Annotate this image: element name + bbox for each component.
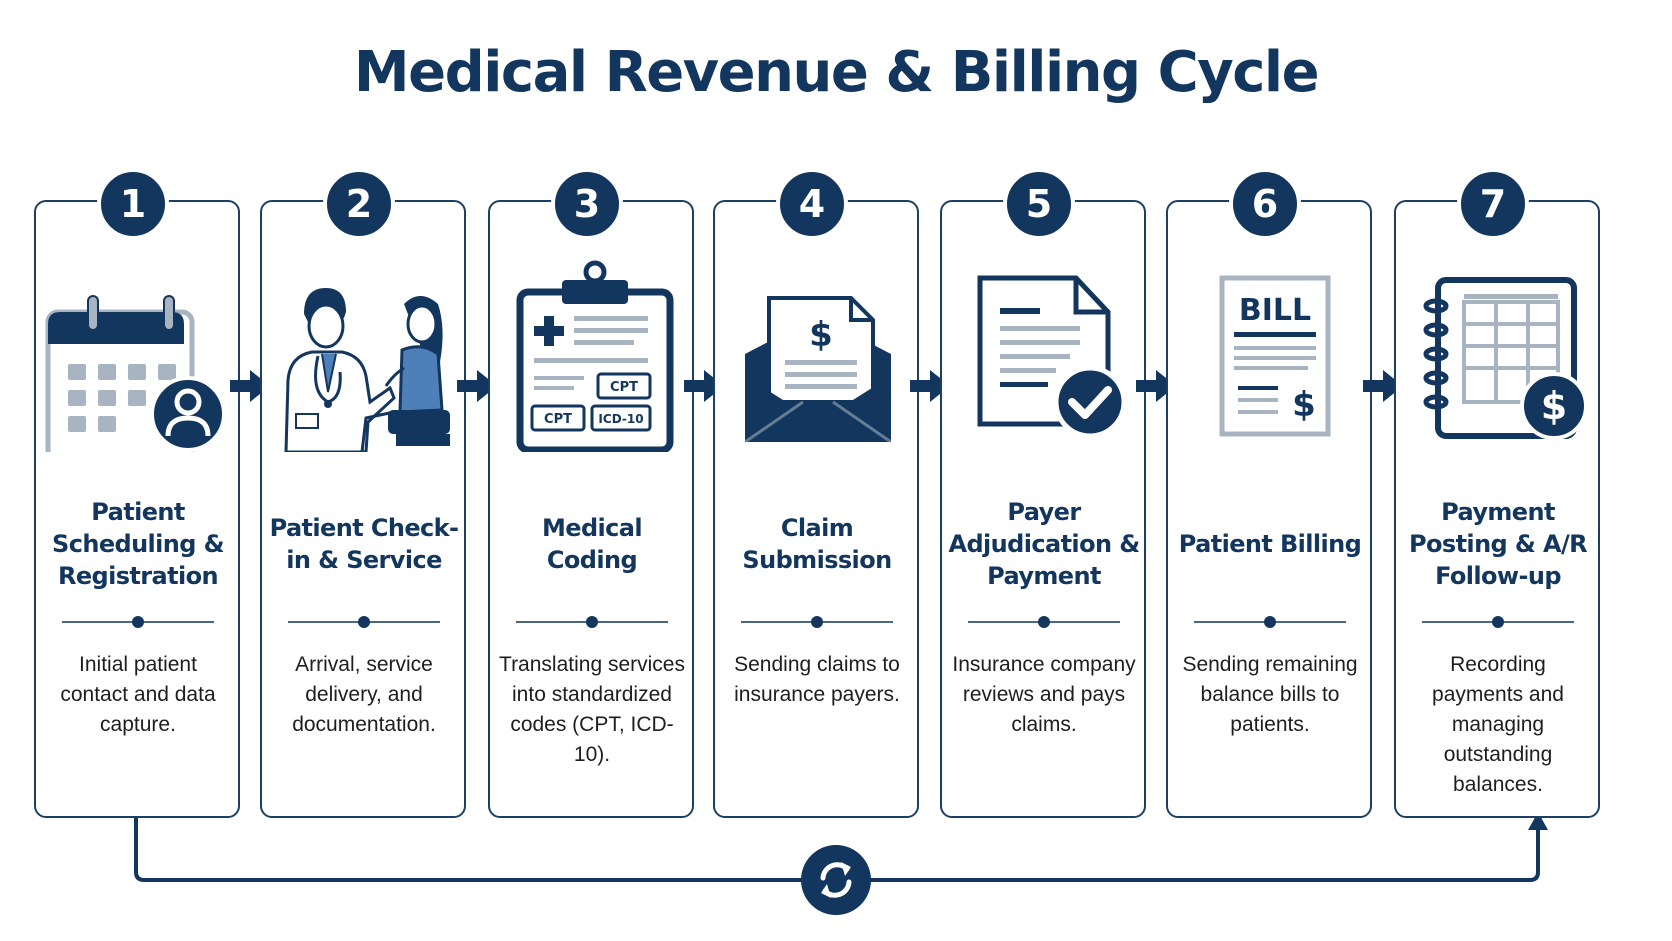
step-description: Recording payments and managing outstand…: [1432, 653, 1564, 796]
step-number-badge: 3: [551, 168, 623, 240]
divider-dot: [1264, 616, 1276, 628]
clipboard-codes-icon: CPT CPT ICD-10: [498, 252, 688, 452]
divider-dot: [132, 616, 144, 628]
step-title: Medical Coding: [541, 514, 643, 574]
step-number-badge: 7: [1457, 168, 1529, 240]
page-title: Medical Revenue & Billing Cycle: [353, 40, 1320, 105]
arrow-right-icon: [457, 368, 497, 404]
svg-text:CPT: CPT: [610, 380, 638, 395]
calendar-user-icon: [44, 252, 234, 452]
step-number-badge: 1: [97, 168, 169, 240]
step-title: Claim Submission: [742, 514, 892, 574]
envelope-dollar-icon: $: [723, 252, 913, 452]
svg-text:$: $: [809, 315, 833, 355]
step-number-badge: 6: [1229, 168, 1301, 240]
step-description: Arrival, service delivery, and documenta…: [292, 653, 436, 736]
svg-text:ICD-10: ICD-10: [598, 412, 643, 426]
refresh-cycle-icon: [801, 845, 871, 915]
divider-dot: [1038, 616, 1050, 628]
step-title: Patient Billing: [1178, 530, 1362, 558]
step-description: Sending claims to insurance payers.: [734, 653, 900, 706]
divider-dot: [358, 616, 370, 628]
step-title: Payment Posting & A/R Follow-up: [1409, 498, 1588, 590]
step-description: Translating services into standardized c…: [499, 653, 685, 766]
document-check-icon: [950, 252, 1140, 452]
divider-dot: [586, 616, 598, 628]
step-number-badge: 4: [776, 168, 848, 240]
step-title: Payer Adjudication & Payment: [948, 498, 1140, 590]
divider-dot: [1492, 616, 1504, 628]
bill-icon: BILL $: [1176, 252, 1366, 452]
ledger-dollar-icon: $: [1404, 252, 1594, 452]
svg-text:$: $: [1292, 385, 1316, 425]
doctor-patient-icon: [270, 252, 460, 452]
step-description: Initial patient contact and data capture…: [60, 653, 216, 736]
step-description: Insurance company reviews and pays claim…: [952, 653, 1136, 736]
svg-text:CPT: CPT: [544, 412, 572, 427]
arrow-right-icon: [1363, 368, 1403, 404]
svg-text:BILL: BILL: [1239, 293, 1311, 328]
step-description: Sending remaining balance bills to patie…: [1182, 653, 1358, 736]
svg-text:$: $: [1541, 384, 1567, 428]
step-title: Patient Check-in & Service: [269, 514, 459, 574]
step-number-badge: 5: [1003, 168, 1075, 240]
step-number-badge: 2: [323, 168, 395, 240]
step-title: Patient Scheduling & Registration: [52, 498, 225, 590]
divider-dot: [811, 616, 823, 628]
